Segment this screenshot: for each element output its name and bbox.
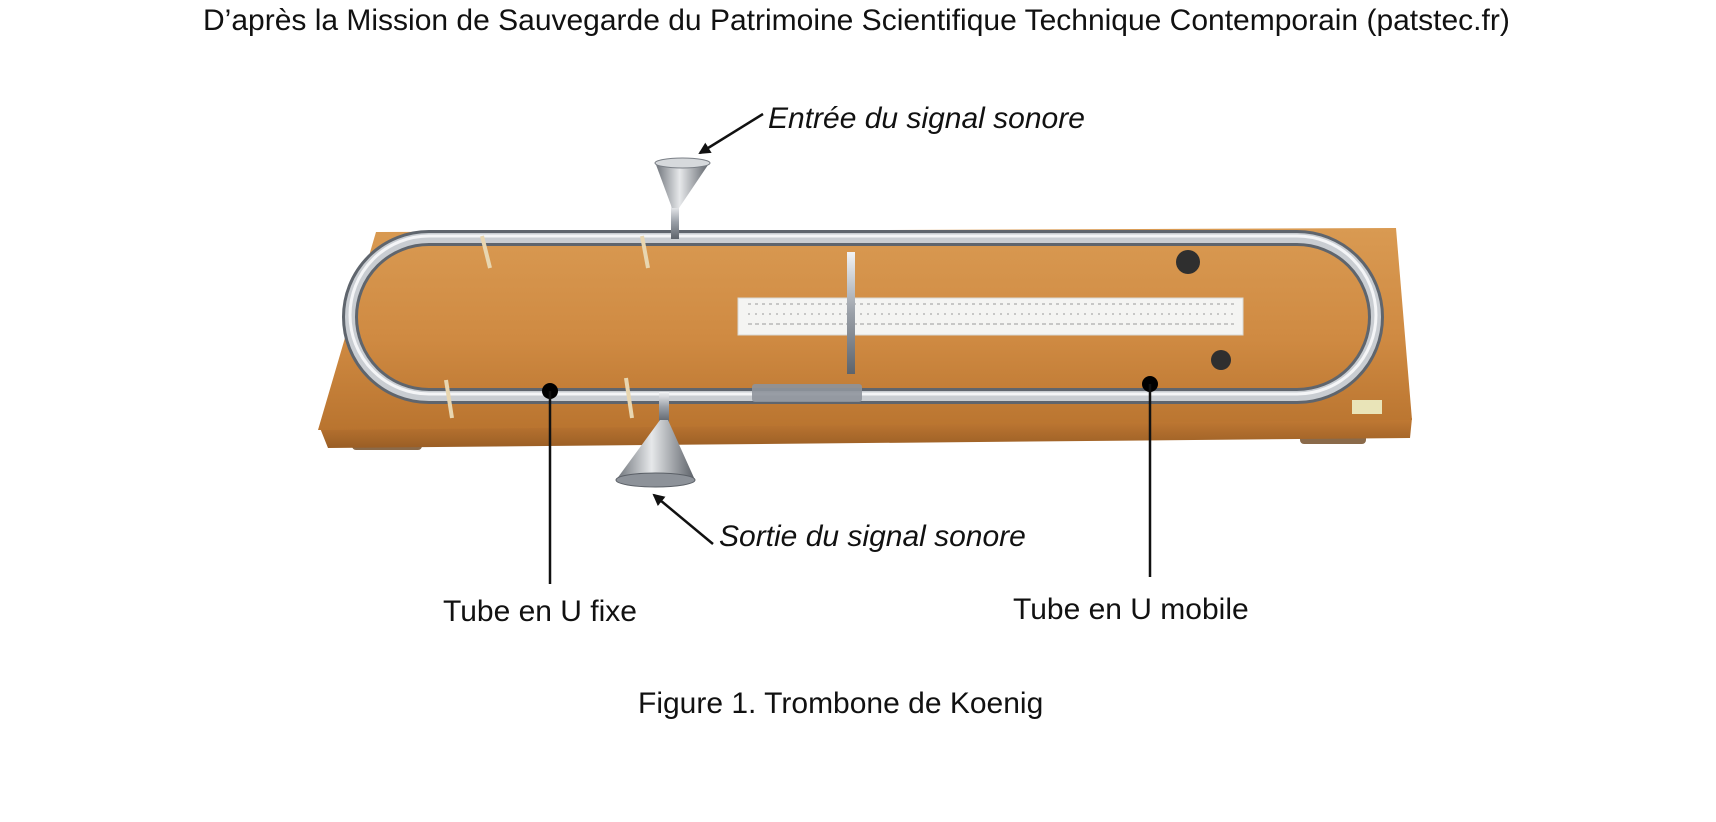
- input-signal-label: Entrée du signal sonore: [768, 102, 1085, 135]
- scale-ticks: [748, 303, 1234, 325]
- tube-ties: [444, 235, 650, 419]
- knob-bottom: [1211, 350, 1231, 370]
- output-signal-label: Sortie du signal sonore: [719, 520, 1026, 553]
- output-arrow: [652, 493, 714, 545]
- connecting-rod: [847, 252, 855, 374]
- sliding-joint: [752, 384, 862, 402]
- input-funnel-stem: [671, 205, 679, 239]
- fixed-tube-label: Tube en U fixe: [443, 595, 637, 628]
- output-funnel-rim: [615, 472, 696, 488]
- output-funnel: [616, 420, 695, 480]
- measuring-scale: [737, 297, 1244, 336]
- output-funnel-stem: [659, 392, 669, 422]
- input-funnel-rim: [654, 157, 711, 169]
- figure-caption: Figure 1. Trombone de Koenig: [638, 687, 1044, 720]
- input-funnel: [655, 162, 710, 208]
- tube-loop-highlight: [348, 234, 1378, 396]
- mobile-tube-label: Tube en U mobile: [1013, 593, 1249, 626]
- knob-top: [1176, 250, 1200, 274]
- source-credit: D’après la Mission de Sauvegarde du Patr…: [203, 4, 1510, 37]
- label-plate: [1352, 400, 1382, 414]
- input-arrow: [698, 112, 764, 155]
